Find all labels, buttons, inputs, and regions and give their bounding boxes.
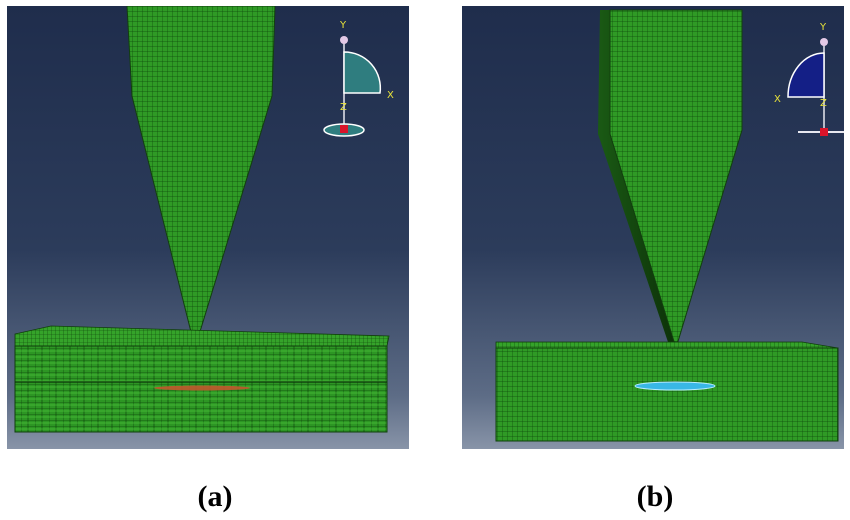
triad-y-label: Y bbox=[339, 20, 347, 31]
figure-panel-b: Y X Z bbox=[462, 6, 844, 449]
panel-caption-a: (a) bbox=[197, 480, 233, 513]
fea-mesh-view-a: Y X Z bbox=[14, 6, 394, 433]
substrate-front-face bbox=[495, 347, 839, 442]
orientation-triad: Y X Z bbox=[774, 22, 844, 136]
crack-defect bbox=[634, 381, 716, 391]
triad-z-label: Z bbox=[340, 102, 347, 113]
triad-y-label: Y bbox=[819, 22, 827, 33]
figure-panel-a: Y X Z bbox=[7, 6, 409, 449]
triad-x-label: X bbox=[387, 90, 394, 101]
orientation-triad: Y X Z bbox=[323, 20, 394, 137]
fea-mesh-view-b: Y X Z bbox=[495, 9, 844, 442]
triad-z-label: Z bbox=[820, 98, 827, 109]
panel-caption-b: (b) bbox=[636, 480, 674, 513]
indenter-tip bbox=[126, 6, 276, 350]
indenter-tip bbox=[609, 9, 743, 350]
triad-x-label: X bbox=[774, 94, 781, 105]
indenter-side-face bbox=[598, 10, 674, 348]
crack-defect bbox=[154, 385, 250, 391]
substrate-top-face bbox=[14, 325, 390, 347]
